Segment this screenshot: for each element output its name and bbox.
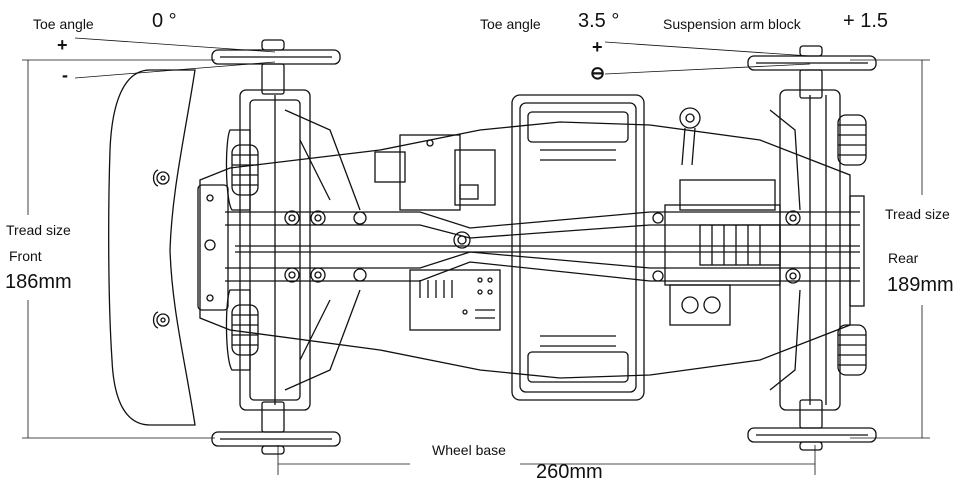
wheel-base-label: Wheel base	[432, 442, 506, 458]
wheel-base-value: 260mm	[536, 461, 603, 483]
front-toe-minus: -	[62, 65, 68, 85]
rear-right-wheel	[747, 399, 877, 451]
rear-tread-value: 189mm	[887, 274, 954, 296]
rear-shock-spring	[837, 114, 867, 376]
front-tread-value: 186mm	[5, 271, 72, 293]
battery-pack	[511, 94, 645, 401]
rear-toe-leader-lines	[604, 41, 811, 75]
body-clip	[152, 169, 170, 329]
rear-toe-plus: +	[592, 37, 603, 57]
front-tread-dimension-line	[22, 59, 215, 439]
rear-toe-label: Toe angle	[480, 16, 541, 32]
front-toe-label: Toe angle	[33, 16, 94, 32]
suspension-arm-block-value: + 1.5	[843, 10, 889, 32]
frame-rails	[225, 211, 860, 282]
rear-toe-value: 3.5 °	[578, 10, 620, 32]
suspension-arm-block-label: Suspension arm block	[663, 16, 801, 32]
rear-toe-minus: ⊖	[590, 63, 606, 83]
front-tread-position: Front	[9, 248, 42, 264]
chassis-plate	[199, 121, 851, 379]
front-shock-spring	[231, 144, 259, 356]
front-right-wheel	[211, 401, 341, 455]
front-suspension-assembly	[225, 89, 367, 411]
front-tread-label: Tread size	[6, 222, 71, 238]
front-toe-value: 0 °	[152, 10, 177, 32]
front-bulkhead	[197, 184, 229, 311]
wheel-base-dimension-line	[277, 445, 816, 475]
rear-tread-dimension-line	[850, 59, 930, 439]
front-toe-leader-lines	[74, 37, 276, 79]
rear-tread-label: Tread size	[885, 206, 950, 222]
antenna-mount	[679, 107, 701, 166]
servo-box	[374, 134, 496, 211]
rear-left-wheel	[747, 45, 877, 99]
front-body-shell	[108, 69, 196, 426]
center-pivot	[453, 231, 471, 249]
rear-suspension-assembly	[652, 89, 867, 411]
front-toe-plus: +	[57, 35, 68, 55]
front-left-wheel	[211, 39, 341, 95]
rear-tread-position: Rear	[888, 250, 919, 266]
receiver-box	[409, 269, 501, 331]
